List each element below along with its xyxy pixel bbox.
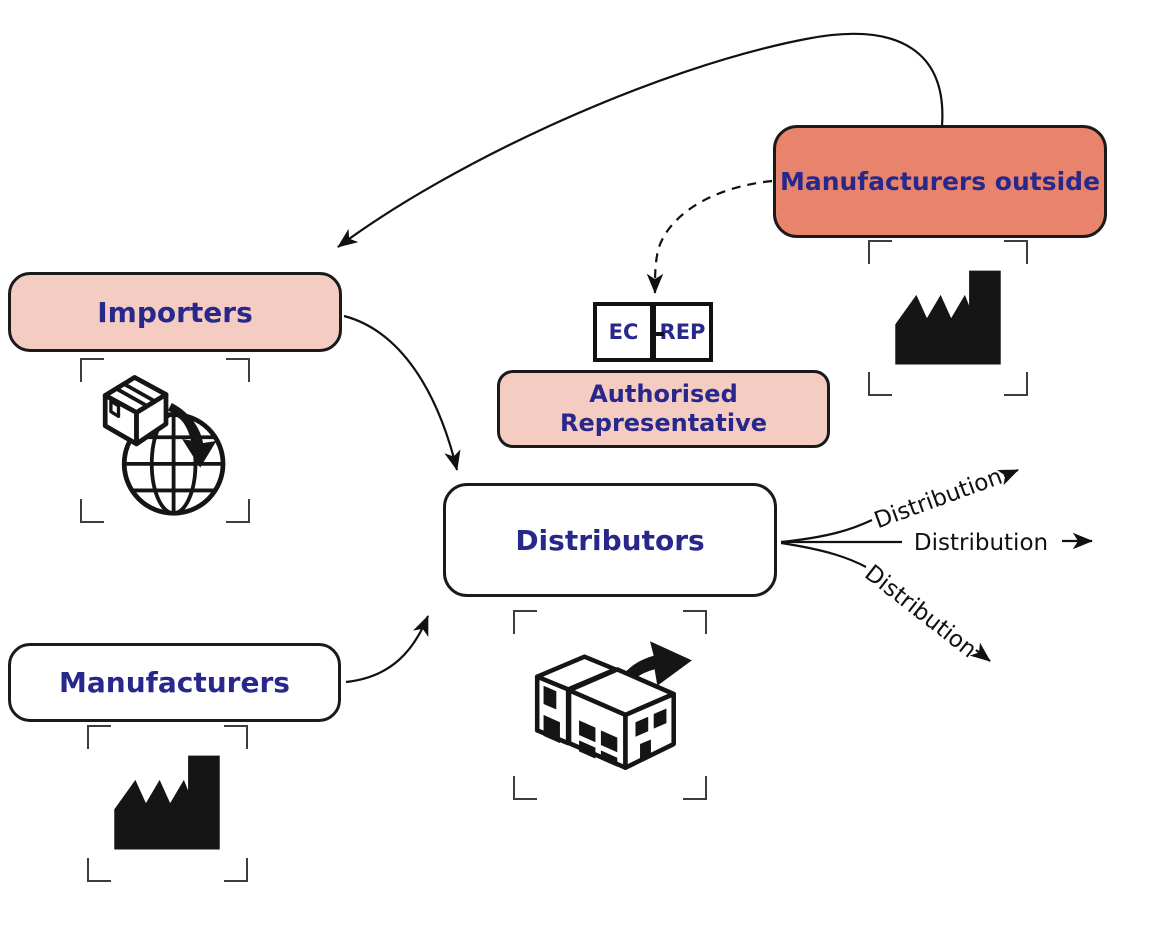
corner-bracket [513,610,537,634]
arrow-outside-to-ecrep [646,179,773,294]
node-distributors: Distributors [443,483,777,597]
node-manufacturers-outside-label: Manufacturers outside [779,167,1101,196]
corner-bracket [868,372,892,396]
distribution-lower-label: Distribution [860,560,982,663]
ec-rep-symbol: EC REP [593,302,713,362]
factory-icon [114,755,220,850]
corner-bracket [226,499,250,523]
corner-bracket [226,358,250,382]
corner-bracket [80,499,104,523]
ec-rep-rep-cell: REP [656,306,709,358]
ec-rep-divider [650,306,656,358]
corner-bracket [683,610,707,634]
corner-bracket [224,858,248,882]
ec-rep-dash [655,332,664,336]
authorised-line1: Authorised [589,379,738,408]
node-distributors-label: Distributors [515,523,705,557]
distribution-lower-line [780,541,867,568]
arrow-manufacturers-to-distributors [345,615,430,684]
icon-frame-distributors [513,610,707,800]
corner-bracket [513,776,537,800]
node-manufacturers: Manufacturers [8,643,341,722]
corner-bracket [87,858,111,882]
distribution-upper-label: Distribution [871,464,1006,534]
distribution-upper-arrow [997,468,1019,486]
node-importers: Importers [8,272,342,352]
node-importers-label: Importers [97,295,253,329]
node-manufacturers-label: Manufacturers [59,666,290,699]
corner-bracket [868,240,892,264]
node-authorised-representative-label: Authorised Representative [560,380,767,439]
package-globe-icon [102,375,226,516]
distribution-middle-label: Distribution [914,530,1048,556]
distribution-lower-arrow [969,642,991,662]
icon-frame-manufacturers-outside [868,240,1028,396]
icon-frame-manufacturers [87,725,248,882]
corner-bracket [683,776,707,800]
distribution-upper-line [780,519,873,544]
corner-bracket [80,358,104,382]
authorised-line2: Representative [560,409,767,437]
node-manufacturers-outside: Manufacturers outside [773,125,1107,238]
node-authorised-representative: Authorised Representative [497,370,830,448]
ec-rep-ec-cell: EC [597,306,650,358]
corner-bracket [224,725,248,749]
factory-icon [895,270,1001,365]
icon-frame-importers [80,358,250,523]
corner-bracket [1004,372,1028,396]
arrow-importers-to-distributors [343,314,461,471]
corner-bracket [87,725,111,749]
warehouse-export-icon [534,641,692,770]
corner-bracket [1004,240,1028,264]
